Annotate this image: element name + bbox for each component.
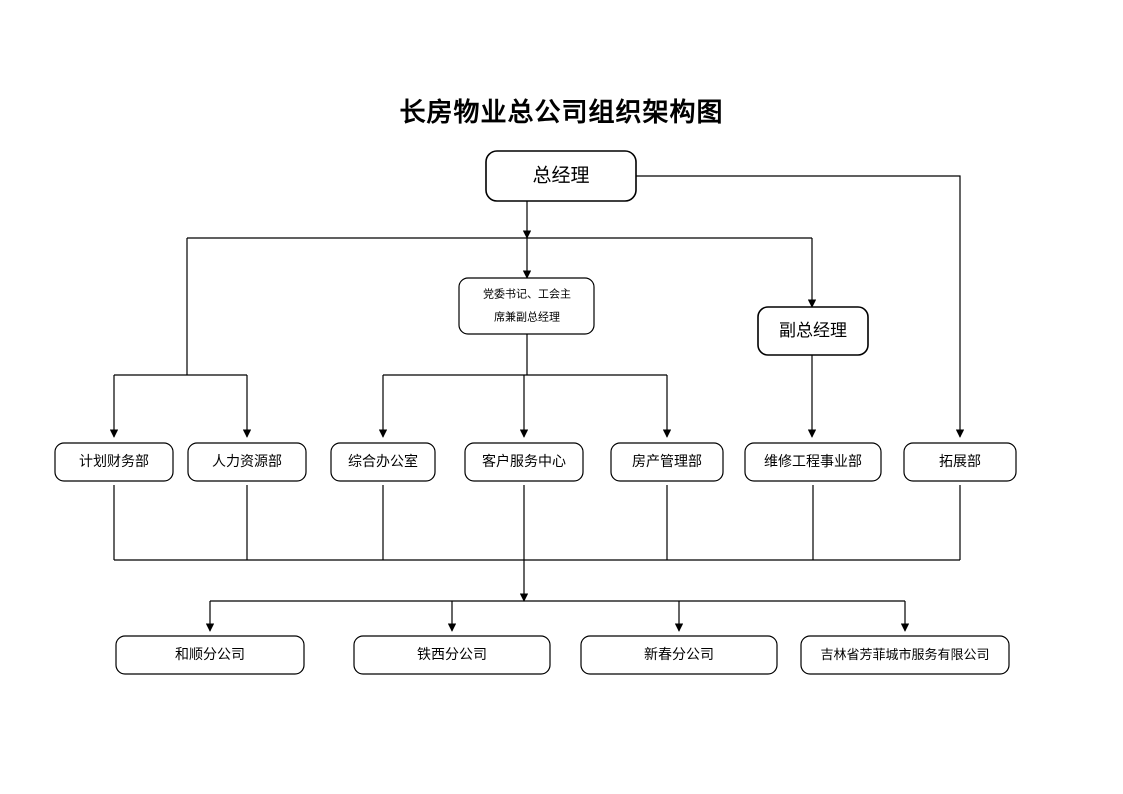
node-dept-customer-service[interactable]: 客户服务中心 [464, 442, 584, 482]
node-branch-jilin-fangfei-label: 吉林省芳菲城市服务有限公司 [820, 647, 989, 662]
node-dept-maintenance-engineering[interactable]: 维修工程事业部 [744, 442, 882, 482]
node-party-secretary-box[interactable] [458, 277, 595, 335]
node-dept-property-management-label: 房产管理部 [632, 454, 702, 470]
node-deputy-general-manager[interactable]: 副总经理 [757, 306, 869, 356]
node-party-secretary-label-line1: 党委书记、工会主 [483, 288, 571, 301]
node-branch-heshun-label: 和顺分公司 [175, 647, 245, 663]
node-dept-human-resources[interactable]: 人力资源部 [187, 442, 307, 482]
node-deputy-general-manager-box[interactable] [757, 306, 869, 356]
node-dept-human-resources-label: 人力资源部 [212, 454, 282, 470]
node-branch-jilin-fangfei[interactable]: 吉林省芳菲城市服务有限公司 [800, 635, 1010, 675]
node-party-secretary[interactable]: 党委书记、工会主 席兼副总经理 [458, 277, 595, 335]
node-dept-maintenance-engineering-box[interactable] [744, 442, 882, 482]
node-branch-jilin-fangfei-box[interactable] [800, 635, 1010, 675]
node-dept-general-office-box[interactable] [330, 442, 436, 482]
connectors [109, 175, 965, 632]
node-party-secretary-label-line2: 席兼副总经理 [494, 310, 560, 324]
node-branch-xinchun[interactable]: 新春分公司 [580, 635, 778, 675]
node-dept-human-resources-box[interactable] [187, 442, 307, 482]
node-general-manager-box[interactable] [485, 150, 637, 202]
node-dept-maintenance-engineering-label: 维修工程事业部 [764, 454, 862, 470]
node-branch-heshun-box[interactable] [115, 635, 305, 675]
node-general-manager[interactable]: 总经理 [485, 150, 637, 202]
node-dept-planning-finance-box[interactable] [54, 442, 174, 482]
page-title: 长房物业总公司组织架构图 [399, 97, 724, 127]
node-branch-tiexi-label: 铁西分公司 [417, 647, 487, 663]
edge-gm-to-tuozhanbu [636, 175, 965, 438]
node-dept-property-management-box[interactable] [610, 442, 724, 482]
node-dept-planning-finance[interactable]: 计划财务部 [54, 442, 174, 482]
node-branch-xinchun-label: 新春分公司 [644, 647, 714, 663]
node-dept-property-management[interactable]: 房产管理部 [610, 442, 724, 482]
node-branch-heshun[interactable]: 和顺分公司 [115, 635, 305, 675]
node-dept-development-box[interactable] [903, 442, 1017, 482]
node-dept-customer-service-label: 客户服务中心 [482, 453, 566, 470]
node-general-manager-label: 总经理 [532, 164, 589, 186]
node-dept-general-office[interactable]: 综合办公室 [330, 442, 436, 482]
node-dept-customer-service-box[interactable] [464, 442, 584, 482]
node-dept-planning-finance-label: 计划财务部 [79, 454, 149, 470]
node-branch-xinchun-box[interactable] [580, 635, 778, 675]
node-deputy-general-manager-label: 副总经理 [779, 321, 847, 340]
node-branch-tiexi[interactable]: 铁西分公司 [353, 635, 551, 675]
node-dept-general-office-label: 综合办公室 [348, 453, 418, 470]
node-dept-development[interactable]: 拓展部 [903, 442, 1017, 482]
node-branch-tiexi-box[interactable] [353, 635, 551, 675]
node-dept-development-label: 拓展部 [939, 454, 981, 470]
